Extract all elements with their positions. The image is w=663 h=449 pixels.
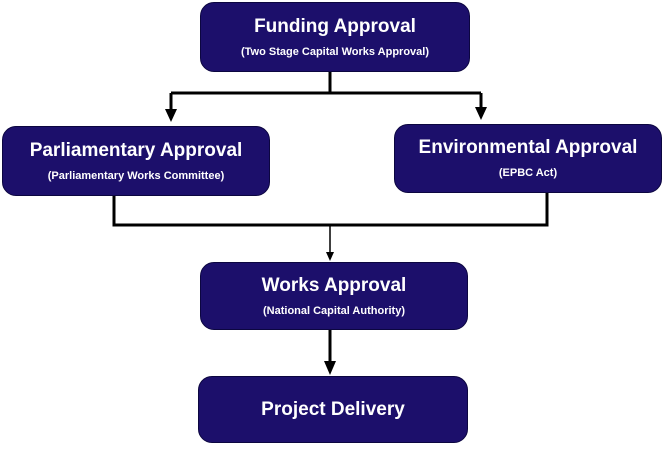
arrowhead-to-delivery <box>324 361 336 375</box>
project-delivery-title: Project Delivery <box>261 398 405 420</box>
arrowhead-to-environmental <box>475 107 487 120</box>
parliamentary-approval-title: Parliamentary Approval <box>29 139 243 161</box>
funding-approval-box: Funding Approval (Two Stage Capital Work… <box>200 2 470 72</box>
arrowhead-to-works <box>326 252 334 261</box>
parliamentary-approval-subtitle: (Parliamentary Works Committee) <box>47 169 225 182</box>
project-delivery-box: Project Delivery <box>198 376 468 443</box>
funding-approval-title: Funding Approval <box>254 15 416 37</box>
works-approval-title: Works Approval <box>261 274 407 296</box>
funding-approval-subtitle: (Two Stage Capital Works Approval) <box>240 45 430 58</box>
works-approval-box: Works Approval (National Capital Authori… <box>200 262 468 330</box>
environmental-approval-subtitle: (EPBC Act) <box>498 167 558 179</box>
arrowhead-to-parliamentary <box>165 109 177 122</box>
environmental-approval-box: Environmental Approval (EPBC Act) <box>394 124 662 193</box>
parliamentary-approval-box: Parliamentary Approval (Parliamentary Wo… <box>2 126 270 196</box>
works-approval-subtitle: (National Capital Authority) <box>263 304 405 317</box>
environmental-approval-title: Environmental Approval <box>418 137 638 158</box>
